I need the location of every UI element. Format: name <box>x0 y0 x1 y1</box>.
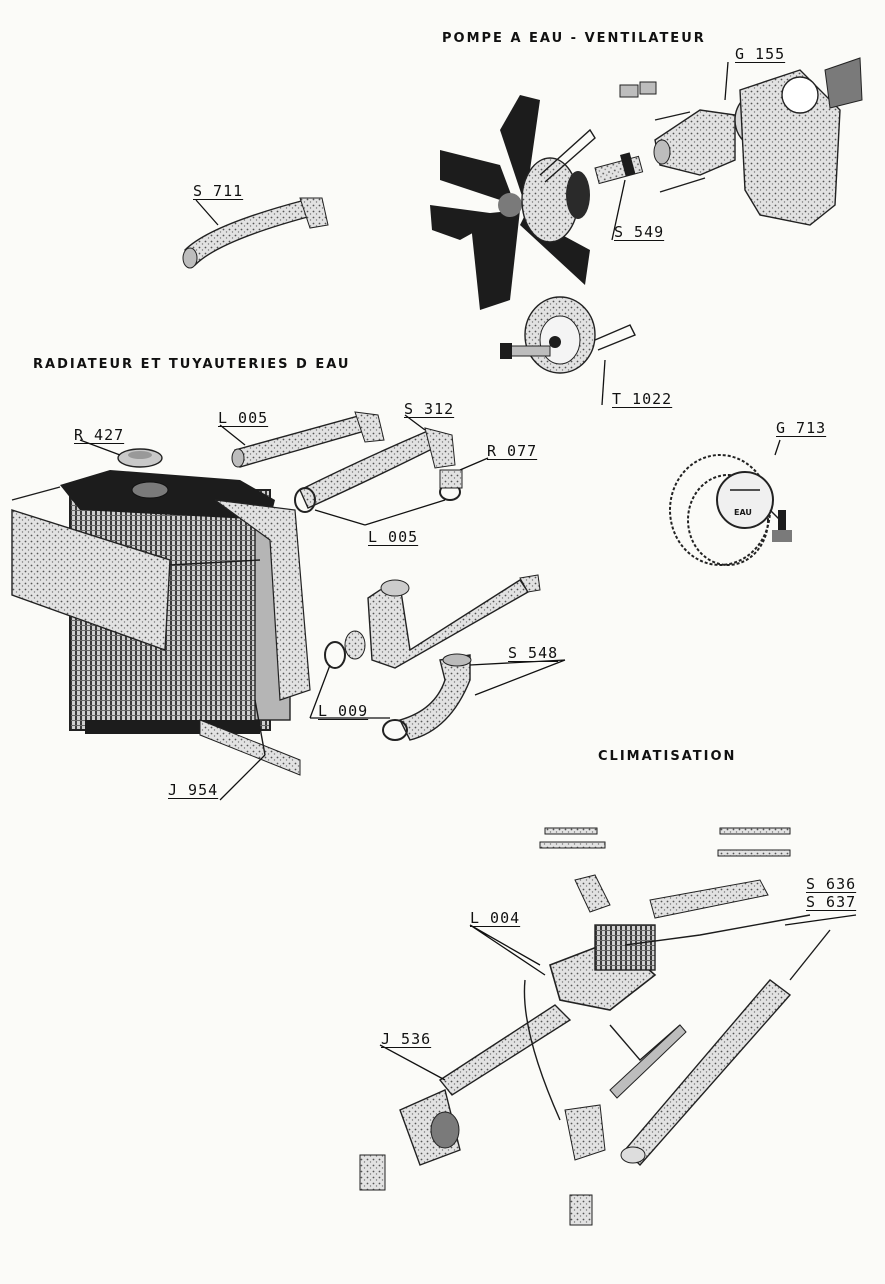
ref-j536: J 536 <box>381 1030 432 1048</box>
ref-s312: S 312 <box>404 400 455 418</box>
hose-s312 <box>299 427 456 509</box>
hose-r077 <box>439 469 463 489</box>
pump-bolts <box>619 81 706 193</box>
crank-pulley <box>500 296 596 374</box>
drain-seal-j954 <box>199 699 301 776</box>
ref-s548: S 548 <box>508 644 559 662</box>
heater-lever <box>609 1024 687 1099</box>
engine-block-housing <box>739 57 863 226</box>
hose-l005 <box>231 411 385 468</box>
ref-l005-upper: L 005 <box>218 409 269 427</box>
heading-radiator: RADIATEUR ET TUYAUTERIES D EAU <box>33 357 351 372</box>
ref-t1022: T 1022 <box>612 390 673 408</box>
heater-cable <box>523 914 831 1121</box>
leader-lines <box>79 61 857 1081</box>
heater-hose-upper <box>574 874 769 919</box>
hose-s548 <box>382 653 472 741</box>
gauge-label: EAU <box>734 508 752 517</box>
radiator-cap-r427 <box>117 448 163 468</box>
hose-s711 <box>182 197 329 269</box>
heater-valve <box>359 1089 606 1226</box>
ref-l005-lower: L 005 <box>368 528 419 546</box>
ref-s637: S 637 <box>806 893 857 911</box>
ref-s549: S 549 <box>614 223 665 241</box>
ref-j954: J 954 <box>168 781 219 799</box>
ref-l009: L 009 <box>318 702 369 720</box>
ref-l004: L 004 <box>470 909 521 927</box>
ref-r077: R 077 <box>487 442 538 460</box>
ref-s711: S 711 <box>193 182 244 200</box>
pump-shaft <box>594 152 644 185</box>
heater-rods-top <box>539 827 791 857</box>
temperature-gauge <box>669 454 792 566</box>
water-pipe <box>324 574 541 669</box>
radiator-fan-shroud <box>11 486 261 651</box>
fan-belt <box>539 128 636 351</box>
ref-g155: G 155 <box>735 45 786 63</box>
heater-core <box>549 924 657 1011</box>
ref-r427: R 427 <box>74 426 125 444</box>
heading-water-pump-fan: POMPE A EAU - VENTILATEUR <box>442 31 706 46</box>
fan-pulley-hub <box>521 157 590 243</box>
heading-climate: CLIMATISATION <box>598 749 737 764</box>
heater-hose-long <box>438 979 792 1167</box>
ref-g713: G 713 <box>776 419 827 437</box>
ref-s636: S 636 <box>806 875 857 893</box>
